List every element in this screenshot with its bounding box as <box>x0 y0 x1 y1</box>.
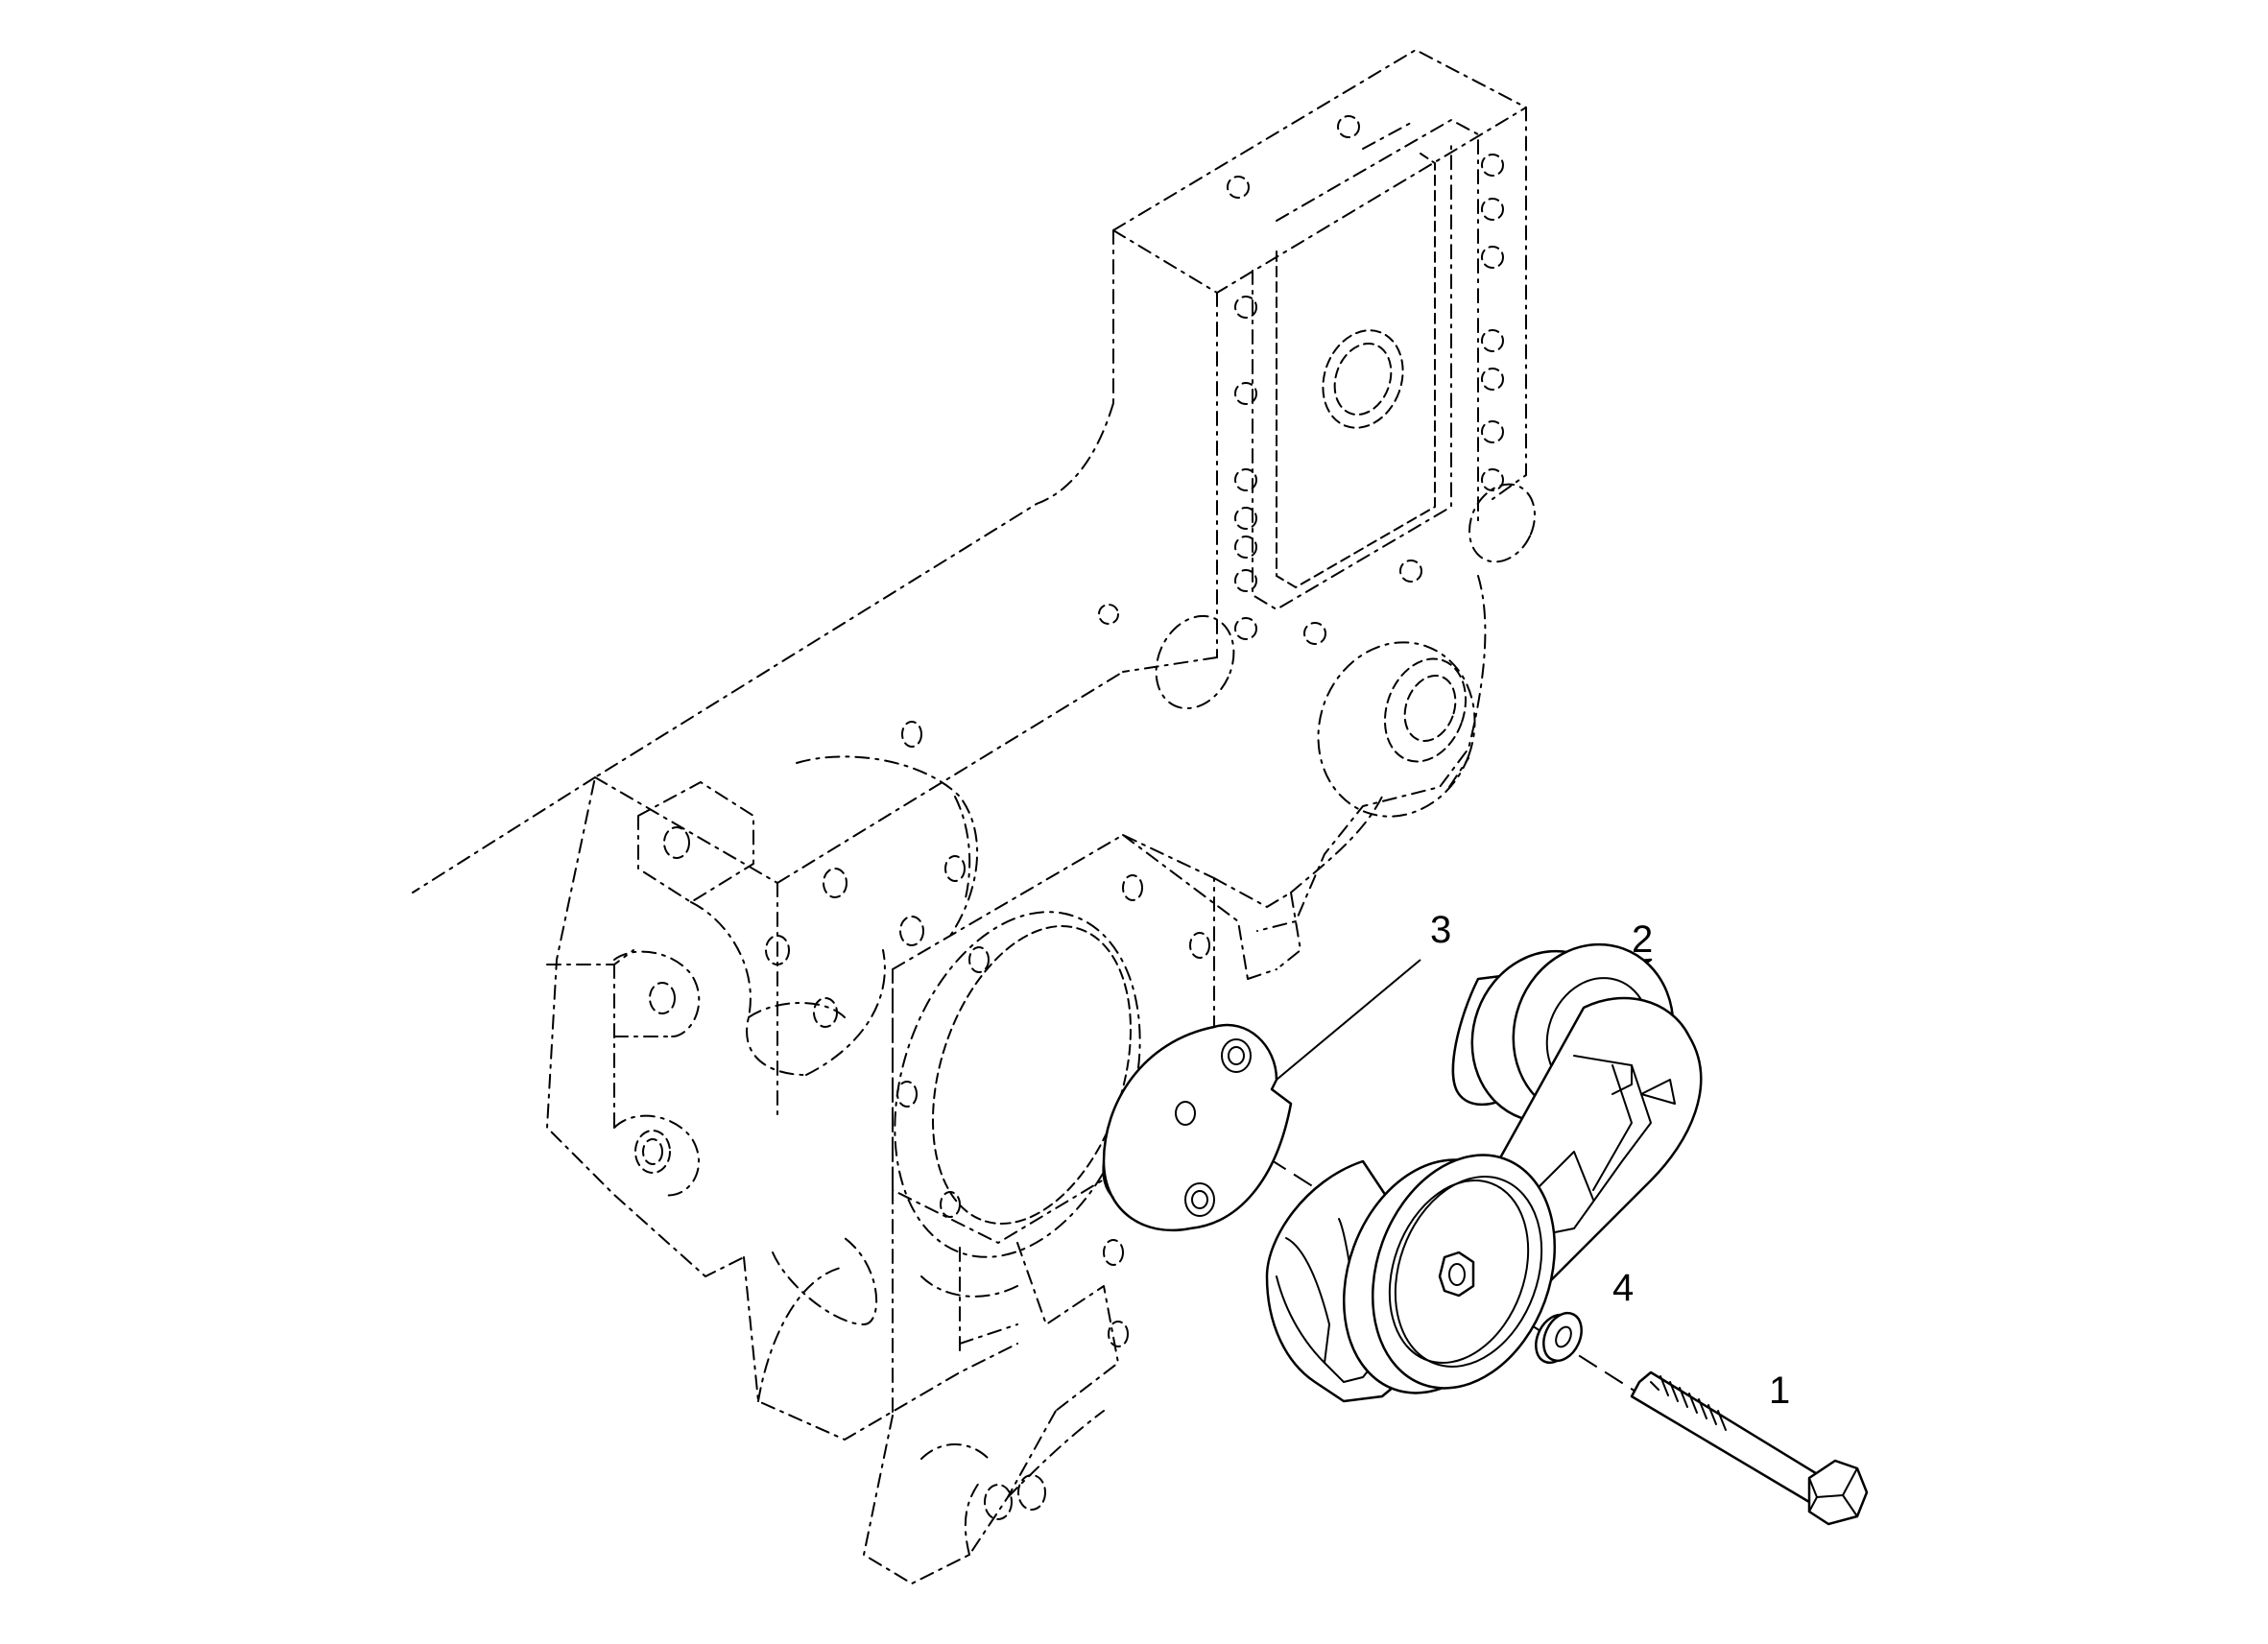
washer-icon <box>1535 1311 1583 1365</box>
callout-label: 1 <box>1769 1370 1790 1412</box>
housing-bolt-holes <box>1098 115 1504 645</box>
callout-label: 2 <box>1632 918 1653 961</box>
callout-2: 2 <box>1632 918 1653 961</box>
callout-label: 4 <box>1612 1267 1634 1309</box>
spacer-plate-icon <box>1102 1023 1293 1232</box>
bolt-icon <box>1630 1370 1869 1526</box>
callout-3: 3 <box>1276 909 1451 1081</box>
callout-4: 4 <box>1612 1267 1634 1309</box>
callout-1: 1 <box>1769 1370 1790 1412</box>
belt-tensioner-icon <box>1265 942 1703 1403</box>
callout-label: 3 <box>1430 909 1451 951</box>
